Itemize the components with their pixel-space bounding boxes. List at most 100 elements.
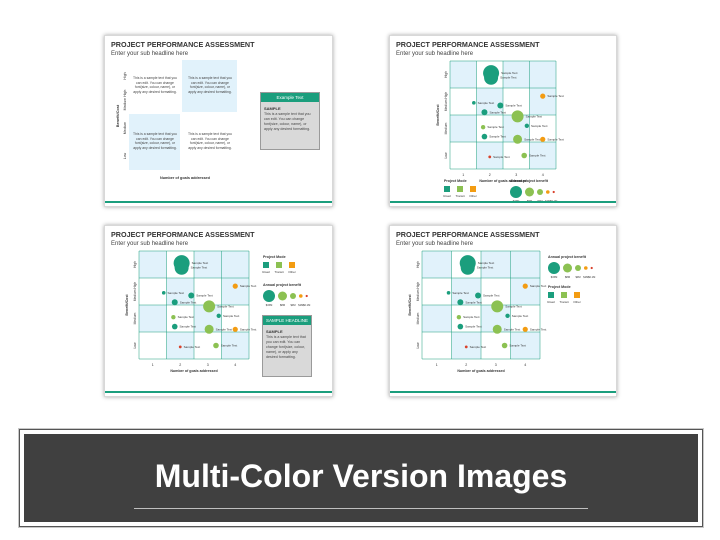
banner: Multi-Color Version Images	[19, 429, 703, 527]
legend-benefit-label: $1M	[583, 275, 588, 279]
bubble-label: Sample Text	[178, 315, 195, 319]
legend-benefit-bubble	[290, 293, 296, 299]
legend-benefit-label: $15M	[266, 303, 273, 307]
slide-thumbnail-1[interactable]: PROJECT PERFORMANCE ASSESSMENT Enter you…	[104, 35, 333, 207]
legend-benefit-bubble	[305, 294, 308, 298]
bubble-label: Sample Text	[547, 137, 564, 141]
legend-mode-label: Other	[288, 270, 296, 274]
bubble-label: Sample Text	[180, 300, 197, 304]
grid-cell	[510, 332, 540, 359]
data-bubble	[232, 283, 238, 289]
legend-mode-label: Road	[262, 270, 270, 274]
bubble-label: Sample Text	[196, 294, 213, 298]
y-tick: High	[444, 71, 448, 78]
legend-mode-swatch	[263, 262, 269, 268]
callout-header: SAMPLE HEADLINE	[263, 316, 311, 325]
x-axis-label: Number of goals addressed	[170, 369, 217, 373]
bubble-label: Sample Text	[524, 137, 541, 141]
legend-mode-title: Project Mode	[263, 255, 286, 259]
grid-cell	[529, 142, 556, 169]
legend-mode-label: Other	[573, 300, 581, 304]
y-tick: Low	[416, 342, 420, 349]
y-axis-label: Benefit/Cost	[125, 294, 129, 316]
legend-benefit-bubble	[278, 291, 287, 301]
bubble-label: Sample Text	[526, 114, 543, 118]
legend-mode-label: Transit	[274, 270, 283, 274]
legend-benefit-title: Annual project benefit	[263, 283, 302, 287]
x-tick: 1	[152, 363, 154, 367]
legend-benefit-bubble	[575, 265, 581, 271]
x-tick: 1	[462, 173, 464, 177]
slide-thumbnail-3[interactable]: PROJECT PERFORMANCE ASSESSMENT Enter you…	[104, 225, 333, 397]
grid-cell	[422, 305, 452, 332]
legend-benefit-label: $1M	[298, 303, 303, 307]
bubble-label: Sample Text	[487, 125, 504, 129]
x-axis-label: Number of goals addressed	[457, 369, 504, 373]
legend-benefit-bubble	[263, 290, 275, 302]
callout-box: Example Text SAMPLE This is a sample tex…	[260, 92, 320, 150]
data-bubble	[171, 299, 178, 306]
legend-mode-swatch	[561, 292, 567, 298]
bubble-label: Sample Text	[191, 266, 208, 270]
data-bubble	[216, 313, 221, 318]
x-tick: 1	[436, 363, 438, 367]
legend-mode-swatch	[574, 292, 580, 298]
bubble-label: Sample Text	[180, 325, 197, 329]
legend-benefit-label: $0.1M	[303, 303, 310, 307]
y-tick: Medium High	[123, 90, 127, 111]
legend-benefit-title: Annual project benefit	[548, 255, 587, 259]
y-tick: Medium	[133, 312, 137, 324]
quadrant-text: This is a sample text that you can edit.…	[188, 132, 232, 150]
slide-thumbnail-2[interactable]: PROJECT PERFORMANCE ASSESSMENT Enter you…	[389, 35, 617, 207]
legend-benefit-bubble	[525, 187, 534, 197]
y-axis-label: Benefit/Cost	[408, 294, 412, 316]
callout-body: This is a sample text that you can edit.…	[264, 112, 311, 131]
grid-cell	[221, 332, 249, 359]
slide-subtitle: Enter your sub headline here	[111, 51, 189, 57]
legend-mode-title: Project Mode	[444, 179, 467, 183]
slide-thumbnail-4[interactable]: PROJECT PERFORMANCE ASSESSMENT Enter you…	[389, 225, 617, 397]
legend-mode-swatch	[276, 262, 282, 268]
legend-mode-label: Transit	[455, 194, 464, 198]
bubble-label: Sample Text	[501, 71, 518, 75]
y-tick: Low	[133, 342, 137, 349]
x-tick: 2	[465, 363, 467, 367]
data-bubble	[460, 260, 475, 275]
bottom-rule	[390, 391, 616, 393]
grid-cell	[166, 278, 194, 305]
bubble-label: Sample Text	[509, 344, 526, 348]
data-bubble	[497, 102, 504, 109]
y-tick: Low	[123, 152, 127, 159]
bubble-label: Sample Text	[483, 294, 500, 298]
y-tick: Low	[444, 152, 448, 159]
bubble-label: Sample Text	[505, 304, 522, 308]
data-bubble	[540, 93, 546, 99]
legend-benefit-label: $8M	[565, 275, 570, 279]
data-bubble	[475, 292, 482, 299]
y-tick: High	[123, 72, 127, 79]
bottom-rule	[105, 201, 332, 203]
quadrant-text: This is a sample text that you can edit.…	[133, 132, 177, 150]
bubble-label: Sample Text	[465, 325, 482, 329]
data-bubble	[513, 134, 523, 144]
data-bubble	[521, 152, 527, 159]
data-bubble	[174, 260, 189, 275]
callout-box: SAMPLE HEADLINE SAMPLE This is a sample …	[262, 315, 312, 377]
bubble-label: Sample Text	[477, 266, 494, 270]
y-tick: Medium	[416, 312, 420, 324]
legend-benefit-label: $3M	[290, 303, 295, 307]
bubble-label: Sample Text	[192, 261, 209, 265]
y-tick: Medium High	[444, 92, 448, 112]
quadrant-top-right	[182, 60, 237, 112]
legend-benefit-title: Annual project benefit	[510, 179, 549, 183]
x-tick: 3	[207, 363, 209, 367]
quadrant-bottom-right	[182, 114, 237, 170]
legend-mode-swatch	[289, 262, 295, 268]
y-tick: Medium High	[133, 282, 137, 302]
data-bubble	[481, 109, 488, 116]
bubble-label: Sample Text	[493, 155, 510, 159]
legend-benefit-bubble	[563, 263, 572, 273]
callout-header: Example Text	[261, 93, 319, 102]
